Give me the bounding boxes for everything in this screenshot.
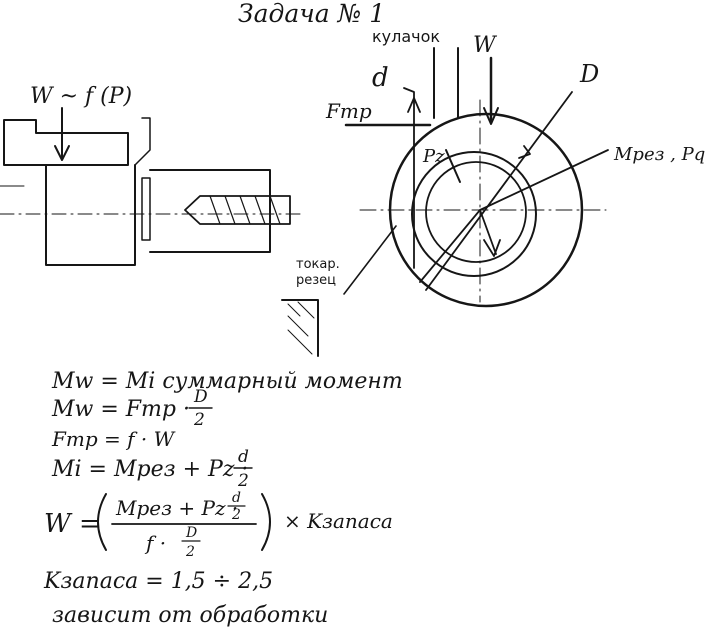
task-title: Задача № 1 bbox=[238, 0, 385, 28]
jaw-label: кулачок bbox=[372, 27, 440, 46]
moment-leader bbox=[479, 149, 609, 255]
moment-label: Mрез , Pq bbox=[613, 144, 705, 165]
formula-4-num: d bbox=[238, 447, 249, 467]
drill-flutes bbox=[209, 195, 281, 225]
jaw-bar bbox=[433, 47, 459, 119]
d-leader-line bbox=[403, 87, 415, 269]
chuck-sketch: W ~ f (P) bbox=[0, 84, 301, 266]
formula-5-lhs: W = bbox=[44, 509, 101, 539]
chuck-force-arrowhead bbox=[54, 145, 70, 161]
friction-label: Fтр bbox=[325, 99, 372, 123]
formula-6: Kзапаса = 1,5 ÷ 2,5 bbox=[43, 569, 273, 594]
force-w-label: W bbox=[473, 33, 498, 58]
tool-leader bbox=[343, 225, 397, 295]
formula-3: Fтр = f · W bbox=[51, 427, 176, 451]
formula-5-den-frac-den: 2 bbox=[185, 544, 195, 560]
chuck-jaw bbox=[3, 119, 129, 166]
paren-right bbox=[261, 493, 271, 551]
D-diameter-line bbox=[425, 91, 573, 291]
radius-line bbox=[419, 209, 481, 283]
moment-arrowhead bbox=[483, 239, 501, 257]
formula-4: Mi = Mрез + Pz · bbox=[51, 457, 248, 482]
chuck-body bbox=[45, 164, 136, 266]
paren-left bbox=[97, 493, 107, 551]
formula-5-num-frac-num: d bbox=[232, 490, 241, 506]
workpiece bbox=[149, 169, 271, 253]
middle-circle bbox=[411, 151, 537, 277]
formula-5-den: f · bbox=[144, 531, 166, 555]
formula-5-den-frac-num: D bbox=[185, 525, 197, 541]
D-arrowhead bbox=[518, 145, 531, 159]
formula-5-num: Mрез + Pz · bbox=[115, 496, 238, 520]
drill-bit bbox=[184, 195, 291, 225]
formula-7: зависит от обработки bbox=[52, 603, 328, 628]
formula-5-right: × Kзапаса bbox=[284, 509, 393, 533]
formula-2: Mw = Fтр · bbox=[51, 397, 190, 422]
chuck-collar bbox=[141, 177, 151, 241]
formula-5-num-frac-den: 2 bbox=[231, 507, 241, 523]
formula-2-den: 2 bbox=[193, 410, 205, 430]
tool-hatching bbox=[287, 301, 315, 355]
chuck-edge bbox=[134, 117, 151, 166]
formula-4-den: 2 bbox=[237, 471, 249, 491]
formula-1: Mw = Mi суммарный момент bbox=[51, 369, 403, 394]
formula-block: Mw = Mi суммарный момент Mw = Fтр · D 2 … bbox=[43, 369, 403, 628]
chuck-force-label: W ~ f (P) bbox=[30, 84, 132, 109]
lathe-tool bbox=[281, 299, 319, 357]
d-label: d bbox=[372, 63, 389, 93]
tool-label-line1: токар. bbox=[296, 257, 340, 272]
section-sketch: кулачок W D d Fтр Pz Mрез , Pq токар. bbox=[281, 27, 705, 357]
d-arrowhead bbox=[407, 97, 421, 113]
inner-circle-d bbox=[425, 161, 527, 263]
D-label: D bbox=[579, 60, 599, 88]
tool-label-line2: резец bbox=[296, 273, 336, 288]
pz-arrow bbox=[445, 149, 461, 183]
formula-2-num: D bbox=[193, 387, 208, 407]
pz-label: Pz bbox=[422, 146, 445, 167]
